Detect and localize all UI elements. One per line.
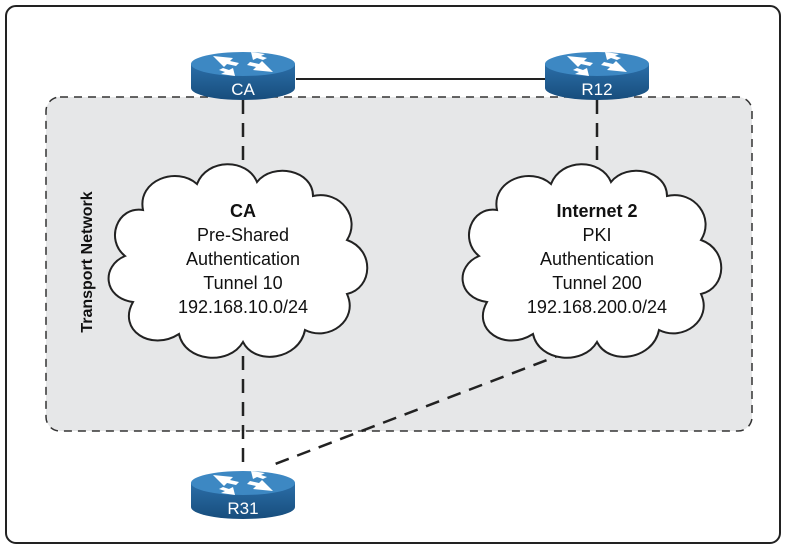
router-ca-label: CA bbox=[231, 80, 255, 99]
transport-network-label: Transport Network bbox=[79, 191, 96, 332]
cloud-left-line: Tunnel 10 bbox=[203, 273, 282, 293]
cloud-right-line: PKI bbox=[582, 225, 611, 245]
router-r31: R31 bbox=[191, 471, 295, 519]
cloud-right-title: Internet 2 bbox=[556, 201, 637, 221]
cloud-left-text: CA Pre-Shared Authentication Tunnel 10 1… bbox=[178, 201, 308, 317]
cloud-left-line: Pre-Shared bbox=[197, 225, 289, 245]
router-r12: R12 bbox=[545, 52, 649, 100]
router-r12-label: R12 bbox=[581, 80, 612, 99]
cloud-icon bbox=[107, 163, 369, 359]
cloud-left-line: 192.168.10.0/24 bbox=[178, 297, 308, 317]
cloud-right-line: Authentication bbox=[540, 249, 654, 269]
cloud-right-line: Tunnel 200 bbox=[552, 273, 641, 293]
cloud-left-title: CA bbox=[230, 201, 256, 221]
cloud-right-line: 192.168.200.0/24 bbox=[527, 297, 667, 317]
router-ca: CA bbox=[191, 52, 295, 100]
cloud-left-line: Authentication bbox=[186, 249, 300, 269]
cloud-icon bbox=[461, 163, 723, 359]
cloud-right-text: Internet 2 PKI Authentication Tunnel 200… bbox=[527, 201, 667, 317]
router-r31-label: R31 bbox=[227, 499, 258, 518]
link-cloud-right-r31 bbox=[269, 350, 569, 468]
